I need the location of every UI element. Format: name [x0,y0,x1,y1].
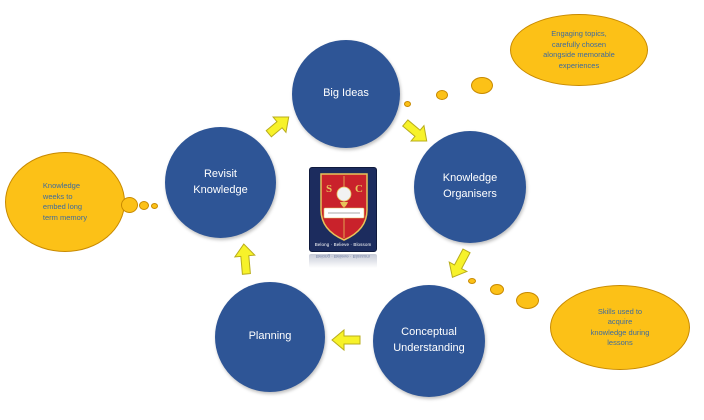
arrow-planning-to-revisit [233,243,256,275]
thought-bubble [139,201,149,210]
thought-cloud-engaging-topics: Engaging topics, carefully chosen alongs… [510,14,648,86]
node-label-conceptual-understanding: Conceptual Understanding [393,326,465,354]
cloud-text-engaging-topics: Engaging topics, carefully chosen alongs… [543,29,615,70]
thought-bubble [490,284,504,295]
node-big-ideas: Big Ideas [292,40,400,148]
cloud-text-skills: Skills used to acquire knowledge during … [590,306,650,348]
school-logo: S C Belong · Believe · Blossom [309,167,377,252]
node-planning: Planning [215,282,325,392]
node-label-knowledge-organisers: Knowledge Organisers [442,172,498,200]
logo-reflection: Belong · Believe · Blossom [309,254,377,268]
node-label-revisit-knowledge: Revisit Knowledge [193,167,248,196]
thought-cloud-skills: Skills used to acquire knowledge during … [550,285,690,370]
thought-bubble [151,203,158,209]
thought-bubble [468,278,476,284]
crest-initial-right: C [355,183,363,195]
node-revisit-knowledge: Revisit Knowledge [165,127,276,238]
node-conceptual-understanding: Conceptual Understanding [373,285,485,397]
thought-bubble [516,292,539,309]
cloud-text-knowledge-weeks: Knowledge weeks to embed long term memor… [42,181,88,222]
arrow-revisit-to-big-ideas [265,116,290,138]
node-knowledge-organisers: Knowledge Organisers [414,131,526,243]
crest-initial-left: S [326,183,332,195]
logo-motto: Belong · Believe · Blossom [314,242,372,247]
arrow-big-ideas-to-organisers [401,119,428,142]
logo-reflection-text: Belong · Believe · Blossom [315,254,371,259]
thought-cloud-knowledge-weeks: Knowledge weeks to embed long term memor… [5,152,125,252]
arrow-organisers-to-conceptual [448,248,471,279]
node-label-planning: Planning [248,330,292,343]
thought-bubble [436,90,448,100]
thought-bubble [121,197,138,213]
school-crest-icon: S C [320,173,368,241]
thought-bubble [404,101,411,107]
arrow-conceptual-to-planning [331,328,361,352]
thought-bubble [471,77,493,94]
node-label-big-ideas: Big Ideas [323,87,369,100]
